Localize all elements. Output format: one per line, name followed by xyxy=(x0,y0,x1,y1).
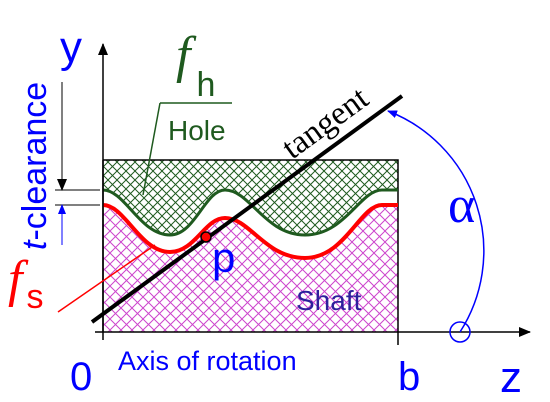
shaft-region xyxy=(103,205,398,332)
axis-of-rotation-label: Axis of rotation xyxy=(118,346,297,376)
origin-label: 0 xyxy=(70,355,92,399)
fh-main: f xyxy=(176,27,197,84)
shaft-label: Shaft xyxy=(296,285,362,316)
shaft-profile-fs xyxy=(102,203,398,261)
fh-sub: h xyxy=(196,66,215,104)
alpha-arc xyxy=(387,110,485,333)
t-clearance-italic: t xyxy=(16,239,54,250)
hole-profile-fh xyxy=(102,188,398,237)
y-axis-label: y xyxy=(60,23,82,72)
point-p-marker xyxy=(200,231,212,243)
fh-label: fh xyxy=(176,27,215,104)
z-axis-label: z xyxy=(500,353,522,402)
fh-leader xyxy=(142,102,161,196)
fs-leader xyxy=(57,244,156,313)
t-clearance-label: t-clearance xyxy=(16,82,54,250)
fs-sub: s xyxy=(26,278,43,316)
svg-text:t-clearance: t-clearance xyxy=(16,82,54,250)
point-p-label: p xyxy=(212,234,235,281)
hole-region xyxy=(103,160,398,235)
alpha-label: α xyxy=(448,177,475,234)
alpha-vertex-circle xyxy=(449,321,471,343)
hole-label: Hole xyxy=(168,115,226,146)
b-label: b xyxy=(398,355,420,399)
t-clearance-rest: -clearance xyxy=(16,82,54,241)
tangent-line xyxy=(90,94,404,324)
